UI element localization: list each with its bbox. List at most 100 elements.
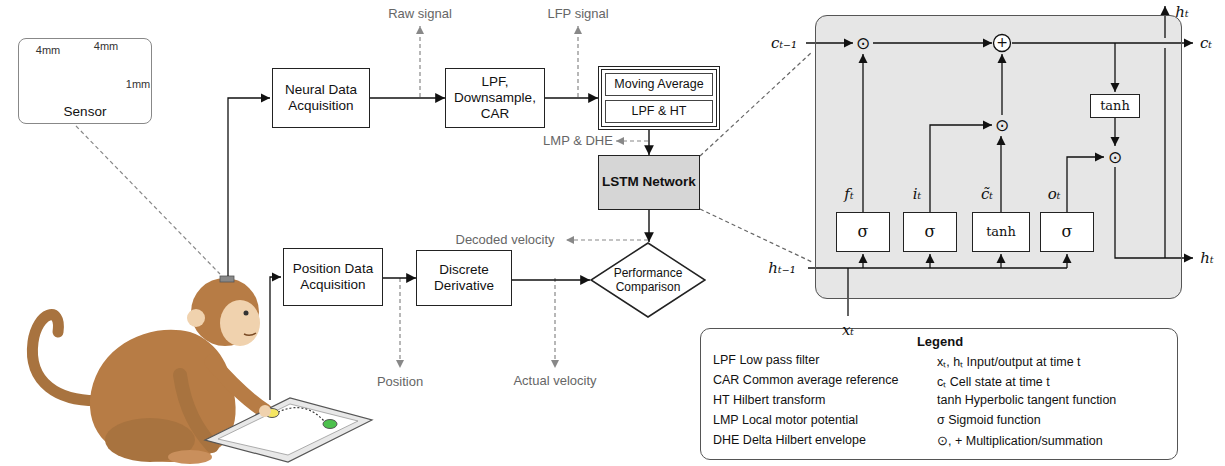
legend-entry: xₜ, hₜ Input/output at time t — [937, 353, 1081, 370]
lstm-wire — [873, 42, 992, 43]
operator-symbol: ⊙ — [1108, 148, 1122, 167]
signal-label: Actual velocity — [513, 374, 596, 388]
lstm-wire — [806, 6, 1193, 316]
legend-entry: DHE Delta Hilbert envelope — [713, 433, 866, 447]
monkey-illustration — [244, 311, 249, 316]
lstm-wire — [929, 254, 930, 268]
lstm-wire — [1000, 254, 1001, 268]
lstm-wire — [994, 35, 1011, 52]
gate-box: σ — [1040, 212, 1094, 252]
gate-box: σ — [903, 212, 957, 252]
node-text: σ — [858, 222, 869, 241]
wire — [228, 98, 281, 400]
lstm-cell-fill — [815, 15, 1182, 299]
monkey-illustration — [220, 276, 234, 282]
node-text: Moving Average — [614, 77, 703, 92]
legend-entry: σ Sigmoid function — [937, 413, 1041, 427]
leader-line — [577, 26, 578, 97]
monkey-illustration — [168, 450, 212, 464]
operator-symbol: + — [996, 35, 1008, 50]
lstm-cell: σ σ tanh σ tanh — [815, 15, 1182, 299]
feature-step: LPF & HT — [605, 100, 713, 123]
legend-entry: LPF Low pass filter — [713, 353, 819, 367]
lstm-wire — [1001, 54, 1002, 115]
tablet-illustration — [278, 408, 324, 421]
lstm-wire — [847, 268, 848, 316]
monkey-illustration — [244, 333, 256, 335]
flow-arrow — [648, 210, 649, 242]
leader-line — [566, 239, 648, 240]
process-box: Position Data Acquisition — [283, 248, 383, 306]
lstm-wire — [1066, 254, 1067, 268]
variable-label: c̃ₜ — [981, 186, 993, 203]
lstm-wire — [1114, 118, 1115, 146]
variable-label: hₜ₋₁ — [768, 260, 795, 277]
legend-entry: HT Hilbert transform — [713, 393, 825, 407]
tablet-illustration — [218, 404, 358, 455]
signal-label: Legend — [917, 335, 963, 349]
legend-entry: CAR Common average reference — [713, 373, 899, 387]
lstm-wire — [862, 254, 863, 268]
node-text: tanh — [1100, 98, 1130, 114]
node-text: tanh — [986, 224, 1016, 240]
node-text: Sensor — [64, 104, 107, 120]
leader-line — [419, 26, 420, 97]
monkey-illustration — [180, 375, 212, 446]
signal-label: 1mm — [126, 78, 150, 90]
legend-entry: tanh Hyperbolic tangent function — [937, 393, 1116, 407]
gate-box: σ — [836, 212, 890, 252]
lstm-wire — [1067, 157, 1104, 212]
signal-label: LMP & DHE — [543, 134, 613, 148]
tablet-illustration — [259, 405, 271, 417]
tablet-illustration — [205, 398, 372, 462]
lstm-wire — [1114, 43, 1115, 92]
lstm-wire — [1164, 6, 1165, 258]
variable-label: xₜ — [842, 322, 854, 339]
monkey-illustration — [220, 300, 260, 346]
node-text: Discrete Derivative — [420, 262, 508, 294]
process-box: LPF, Downsample, CAR — [445, 68, 545, 128]
flow-arrow — [512, 279, 590, 280]
variable-label: fₜ — [844, 186, 853, 203]
flow-arrow — [370, 97, 445, 98]
network-box: LSTM Network — [598, 155, 700, 210]
variable-label: cₜ — [1200, 35, 1212, 52]
legend-entry: LMP Local motor potential — [713, 413, 858, 427]
lstm-wire — [1000, 136, 1001, 212]
variable-label: cₜ₋₁ — [771, 35, 797, 52]
flow-arrow — [545, 97, 598, 98]
tablet-illustration — [323, 420, 337, 429]
lstm-wire — [806, 42, 853, 43]
leader-line — [76, 26, 812, 368]
leader-line — [76, 126, 220, 274]
node-text: σ — [1062, 222, 1073, 241]
legend-entry: cₜ Cell state at time t — [937, 373, 1050, 390]
decision-diamond: Performance Comparison — [590, 242, 706, 318]
operator-symbol: ⊙ — [995, 116, 1009, 135]
node-text: LSTM Network — [602, 174, 696, 190]
leader-line — [616, 140, 648, 141]
wire — [270, 277, 281, 400]
wire — [228, 98, 270, 276]
lstm-cell-fill — [815, 15, 1182, 299]
variable-label: iₜ — [913, 186, 922, 203]
signal-label: Decoded velocity — [456, 233, 555, 247]
node-text: Neural Data Acquisition — [276, 82, 366, 114]
activation-box: tanh — [1090, 94, 1140, 118]
gate-box: tanh — [972, 212, 1030, 252]
leader-line — [399, 278, 400, 368]
signal-label: LFP signal — [547, 7, 608, 21]
process-box: Neural Data Acquisition — [272, 68, 370, 128]
flow-arrow — [383, 277, 416, 278]
monkey-illustration — [187, 309, 205, 327]
leader-line — [554, 278, 555, 368]
variable-label: hₜ — [1200, 250, 1213, 267]
process-box: Discrete Derivative — [416, 250, 512, 306]
node-text: LPF, Downsample, CAR — [449, 74, 541, 123]
leader-line — [700, 209, 812, 262]
lstm-wire — [862, 54, 863, 212]
node-text: LPF & HT — [632, 104, 687, 119]
diamond-outline — [591, 243, 705, 317]
lstm-wire — [808, 267, 1067, 268]
monkey-illustration — [212, 362, 265, 411]
